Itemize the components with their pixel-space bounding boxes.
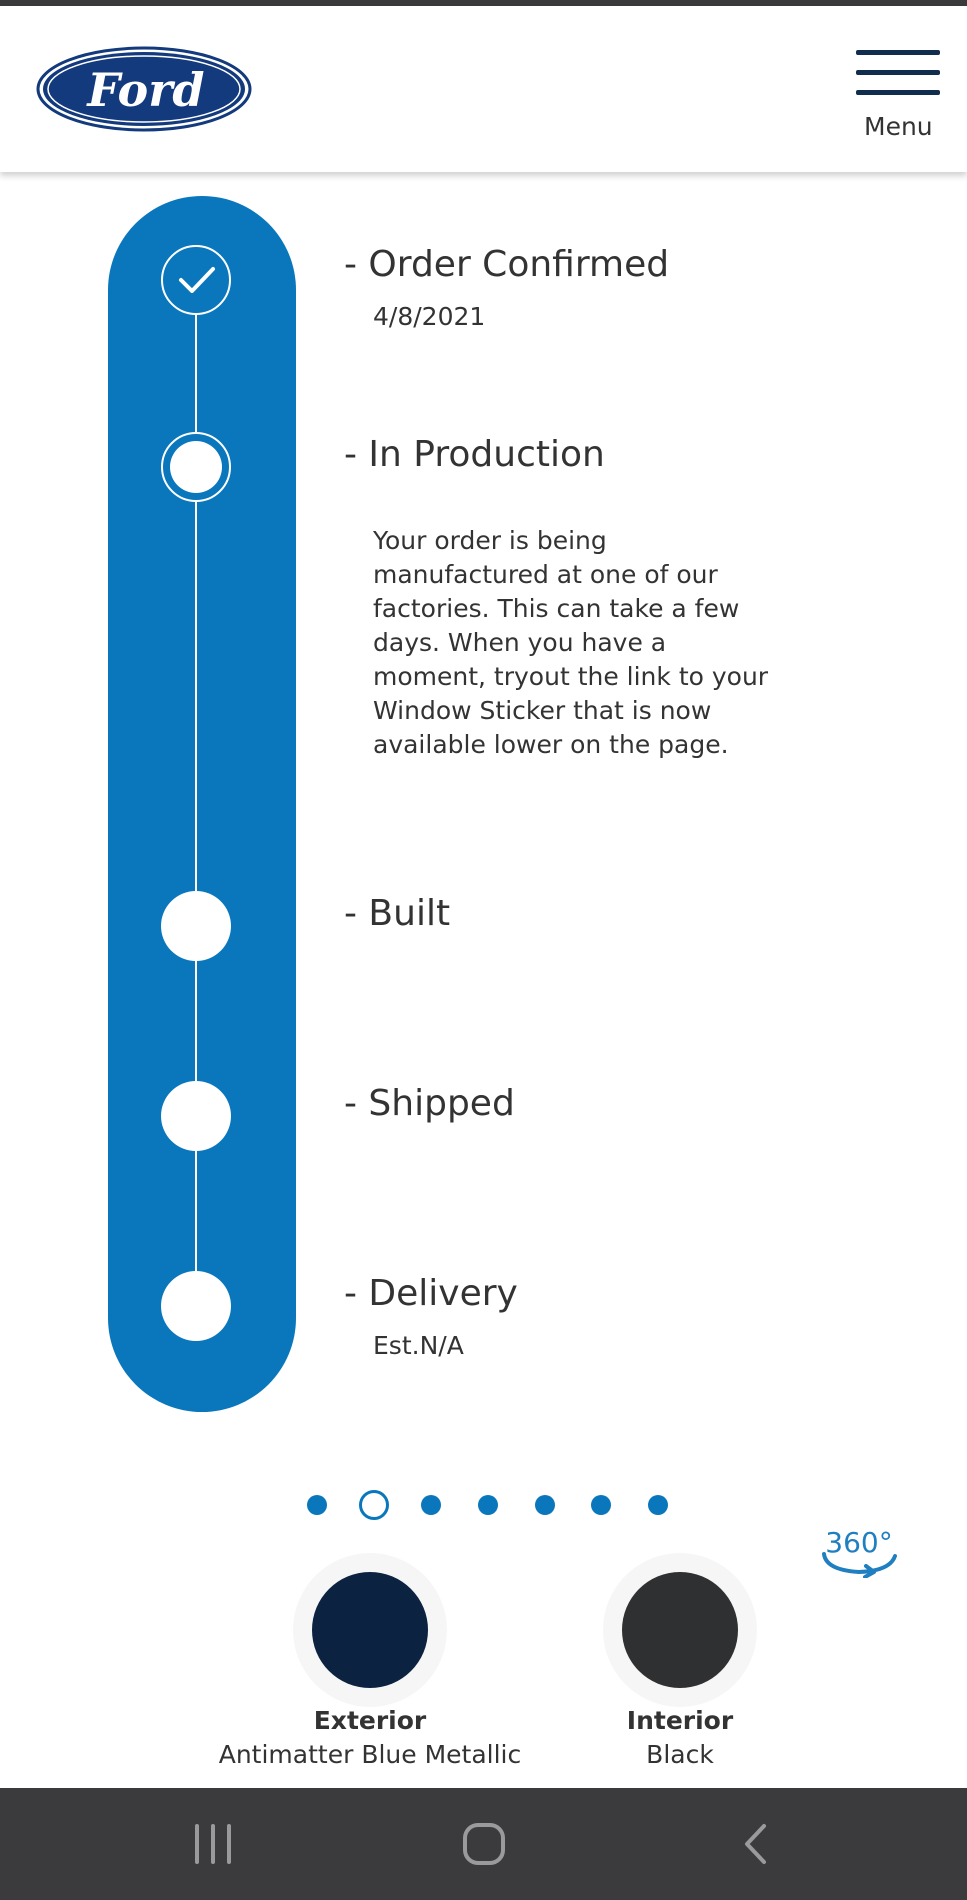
step-current-marker — [161, 432, 231, 502]
menu-button[interactable]: Menu — [852, 42, 952, 142]
recents-button[interactable] — [173, 1808, 253, 1880]
back-icon — [745, 1824, 766, 1864]
step-pending-marker — [161, 1271, 231, 1341]
carousel-dot[interactable] — [421, 1495, 441, 1515]
step-complete-marker — [161, 245, 231, 315]
step-estimate-delivery: Est.N/A — [373, 1331, 464, 1360]
status-bar-strip — [0, 0, 967, 6]
interior-color-name: Black — [646, 1740, 714, 1769]
carousel-dot-active[interactable] — [359, 1490, 389, 1520]
tracker-connector-line — [195, 276, 197, 1306]
app-header: Ford Menu — [0, 6, 967, 172]
interior-label: Interior — [626, 1706, 734, 1735]
hamburger-menu-icon — [856, 50, 940, 98]
order-tracker-track — [108, 196, 296, 1412]
exterior-color-swatch — [312, 1572, 428, 1688]
rotate-360-icon: 360° — [822, 1526, 897, 1578]
interior-color-swatch — [622, 1572, 738, 1688]
carousel-dot[interactable] — [307, 1495, 327, 1515]
step-title-delivery: - Delivery — [344, 1273, 518, 1314]
recents-icon — [195, 1824, 231, 1864]
ford-logo-icon: Ford — [36, 46, 252, 132]
home-icon — [463, 1823, 505, 1865]
step-date-order-confirmed: 4/8/2021 — [373, 302, 486, 331]
carousel-dot[interactable] — [478, 1495, 498, 1515]
interior-color-selector[interactable] — [603, 1553, 757, 1707]
step-pending-marker — [161, 1081, 231, 1151]
step-title-in-production: - In Production — [344, 434, 605, 475]
exterior-color-selector[interactable] — [293, 1553, 447, 1707]
menu-label: Menu — [864, 112, 933, 141]
svg-text:Ford: Ford — [85, 63, 204, 117]
ford-logo[interactable]: Ford — [34, 44, 254, 134]
step-title-shipped: - Shipped — [344, 1083, 515, 1124]
carousel-pagination — [300, 1490, 680, 1520]
svg-text:360°: 360° — [825, 1526, 892, 1559]
step-title-built: - Built — [344, 893, 451, 934]
exterior-color-name: Antimatter Blue Metallic — [218, 1740, 522, 1769]
carousel-dot[interactable] — [535, 1495, 555, 1515]
step-pending-marker — [161, 891, 231, 961]
view-360-button[interactable]: 360° — [818, 1522, 900, 1578]
carousel-dot[interactable] — [591, 1495, 611, 1515]
step-description-in-production: Your order is being manufactured at one … — [373, 526, 769, 759]
carousel-dot[interactable] — [648, 1495, 668, 1515]
system-navigation-bar — [0, 1788, 967, 1900]
step-title-order-confirmed: - Order Confirmed — [344, 244, 670, 285]
home-button[interactable] — [444, 1808, 524, 1880]
back-button[interactable] — [716, 1808, 796, 1880]
checkmark-icon — [179, 267, 215, 293]
exterior-label: Exterior — [313, 1706, 427, 1735]
